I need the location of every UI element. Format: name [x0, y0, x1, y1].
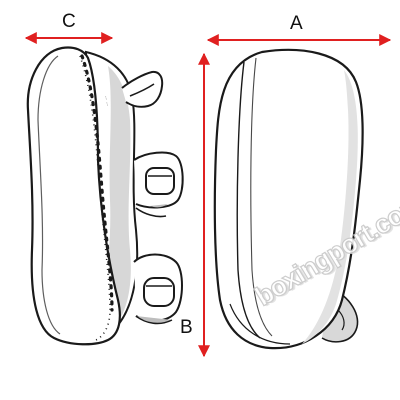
dimension-label-c: C — [62, 11, 76, 32]
side-profile-view: -- -- — [26, 46, 184, 346]
svg-text:-- --: -- -- — [102, 95, 111, 107]
dimension-label-a: A — [290, 13, 303, 34]
dimension-label-b: B — [180, 317, 193, 338]
pad-body-shade — [94, 66, 131, 337]
lower-hand-strap — [133, 253, 183, 325]
pad-striking-face — [26, 46, 121, 346]
middle-hand-strap — [133, 151, 184, 218]
front-face-view — [213, 48, 364, 350]
top-finger-loop — [121, 70, 164, 108]
stitched-seam — [79, 55, 111, 341]
